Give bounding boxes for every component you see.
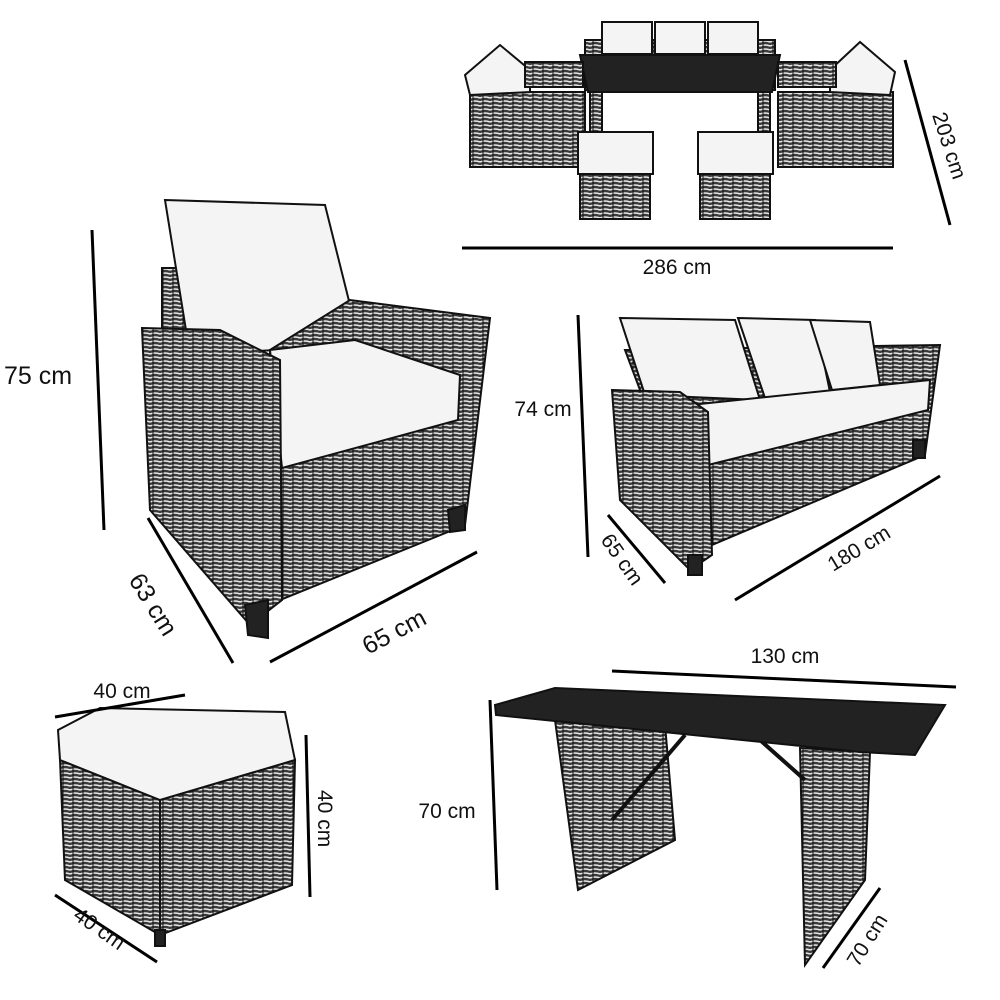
sofa-illustration — [610, 316, 942, 576]
sofa-depth-label: 65 cm — [596, 530, 648, 590]
sofa-width-line — [734, 474, 941, 602]
ottoman-height-line — [304, 734, 312, 898]
sofa-height-line — [576, 314, 590, 558]
set-depth-line — [903, 59, 952, 226]
table-height-label: 70 cm — [418, 800, 475, 823]
sofa-depth-line — [606, 514, 667, 584]
set-depth-label: 203 cm — [927, 109, 970, 182]
set-overview-illustration — [463, 21, 897, 220]
table-depth-label: 70 cm — [843, 910, 893, 971]
armchair-illustration — [140, 198, 492, 640]
armchair-depth-label: 63 cm — [123, 568, 183, 641]
ottoman-depth-line — [54, 893, 158, 964]
sofa-height-label: 74 cm — [514, 398, 571, 421]
table-width-label: 130 cm — [751, 645, 820, 668]
table-illustration — [493, 686, 947, 969]
armchair-height-line — [90, 229, 106, 531]
table-width-line — [611, 669, 957, 689]
ottoman-height-label: 40 cm — [313, 790, 336, 847]
ottoman-illustration — [56, 706, 297, 947]
ottoman-width-label: 40 cm — [93, 680, 150, 703]
table-height-line — [488, 699, 499, 891]
armchair-width-label: 65 cm — [358, 604, 431, 661]
armchair-height-label: 75 cm — [4, 362, 72, 390]
armchair-depth-line — [146, 517, 235, 664]
ottoman-width-line — [54, 693, 186, 719]
armchair-width-line — [269, 550, 478, 664]
table-depth-line — [821, 887, 882, 969]
sofa-width-label: 180 cm — [824, 521, 895, 576]
set-width-label: 286 cm — [643, 256, 712, 279]
